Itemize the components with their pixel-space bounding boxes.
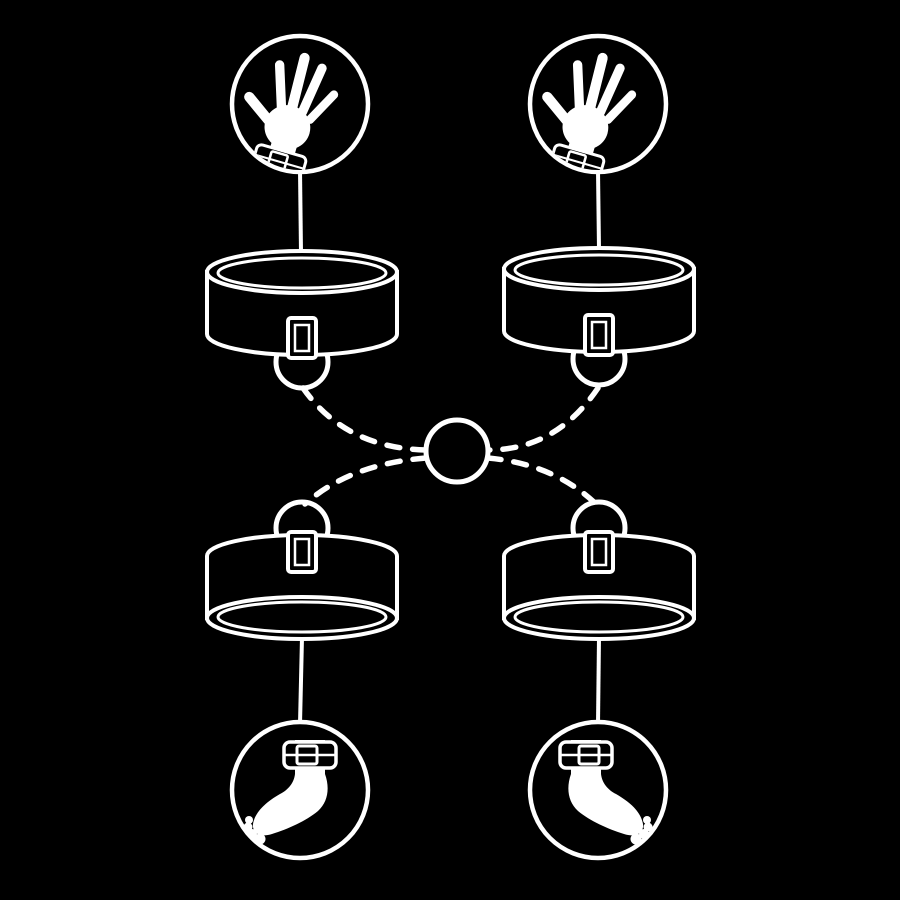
- diagram-lines: [207, 33, 694, 861]
- tether-lower-left: [302, 455, 429, 507]
- left-wrist-badge-circle: [229, 33, 371, 175]
- connector-left-wrist-to-cuff: [298, 169, 303, 254]
- tether-lower-right: [485, 455, 599, 507]
- connector-right-wrist-to-cuff: [596, 169, 601, 251]
- connector-right-cuff-to-ankle: [596, 636, 601, 725]
- center-connector-ring: [423, 417, 491, 485]
- tether-upper-right: [485, 385, 601, 453]
- right-wrist-badge-circle: [527, 33, 669, 175]
- connector-left-cuff-to-ankle: [298, 636, 304, 725]
